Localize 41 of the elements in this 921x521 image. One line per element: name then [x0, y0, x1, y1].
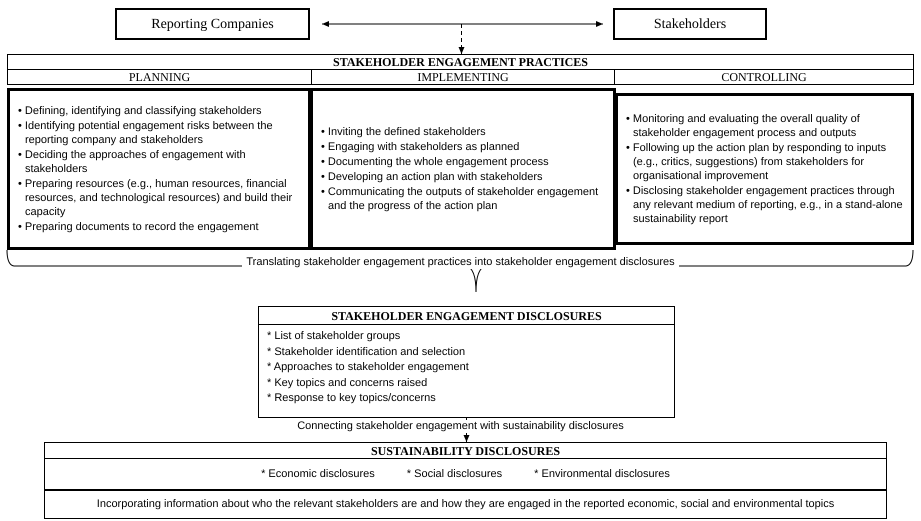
phase-label: IMPLEMENTING [417, 70, 509, 84]
disclosure-item: * Stakeholder identification and selection [267, 344, 466, 360]
entity-label: Reporting Companies [151, 16, 274, 34]
sustainability-box [44, 442, 887, 519]
description-text: Incorporating information about who the relevant stakeholders are and how they are engaged in the reported economic, social and environmental topics [96, 497, 834, 512]
phase-label: CONTROLLING [721, 70, 807, 84]
bullet-item: • Developing an action plan with stakeholders [321, 170, 544, 184]
section-title: STAKEHOLDER ENGAGEMENT DISCLOSURES [331, 308, 602, 322]
implementing-box [310, 88, 616, 250]
bullet-item: • Preparing documents to record the engagement [18, 220, 260, 234]
section-title: SUSTAINABILITY DISCLOSURES [370, 444, 560, 458]
section-title: STAKEHOLDER ENGAGEMENT PRACTICES [333, 55, 588, 69]
disclosure-item: * Social disclosures [406, 466, 502, 482]
disclosure-item: * Environmental disclosures [534, 466, 670, 482]
planning-box [7, 88, 311, 250]
disclosure-item: * Response to key topics/concerns [267, 391, 437, 406]
disclosure-item: * Economic disclosures [261, 466, 375, 482]
bullet-item: • Inviting the defined stakeholders [321, 124, 487, 138]
bullet-item: • Identifying potential engagement risks between the reporting company and stakeholders [18, 118, 274, 146]
bullet-item: • Communicating the outputs of stakeholder engagement and the progress of the action plan [321, 184, 600, 212]
bullet-item: • Disclosing stakeholder engagement practices through any relevant medium of reporting, e.g., in a stand-alone sustainability report [626, 184, 903, 226]
bullet-item: • Engaging with stakeholders as planned [321, 140, 520, 154]
arrow [458, 24, 464, 54]
entity-box [613, 8, 767, 40]
bullet-item: • Monitoring and evaluating the overall quality of stakeholder engagement process and outputs [626, 112, 861, 140]
bullet-item: • Defining, identifying and classifying stakeholders [18, 104, 263, 118]
disclosure-item: * List of stakeholder groups [267, 329, 402, 344]
controlling-box [615, 93, 914, 245]
phase-label: PLANNING [128, 70, 190, 84]
brace-label: Translating stakeholder engagement practices into stakeholder engagement disclosures [242, 256, 679, 269]
practices-header [7, 54, 914, 85]
bullet-item: • Following up the action plan by responding to inputs (e.g., critics, suggestions) from stakeholders for organisational improvement [626, 140, 888, 182]
entity-box [115, 8, 310, 40]
disclosure-item: * Approaches to stakeholder engagement [267, 360, 470, 375]
disclosures-box [258, 306, 675, 418]
entity-label: Stakeholders [654, 16, 726, 34]
double-arrow [322, 21, 604, 27]
bullet-item: • Documenting the whole engagement process [321, 154, 550, 168]
bullet-item: • Deciding the approaches of engagement with stakeholders [18, 148, 247, 176]
disclosure-item: * Key topics and concerns raised [267, 376, 428, 390]
bullet-item: • Preparing resources (e.g., human resources, financial resources, and technological resources) and build their capacity [18, 176, 294, 218]
